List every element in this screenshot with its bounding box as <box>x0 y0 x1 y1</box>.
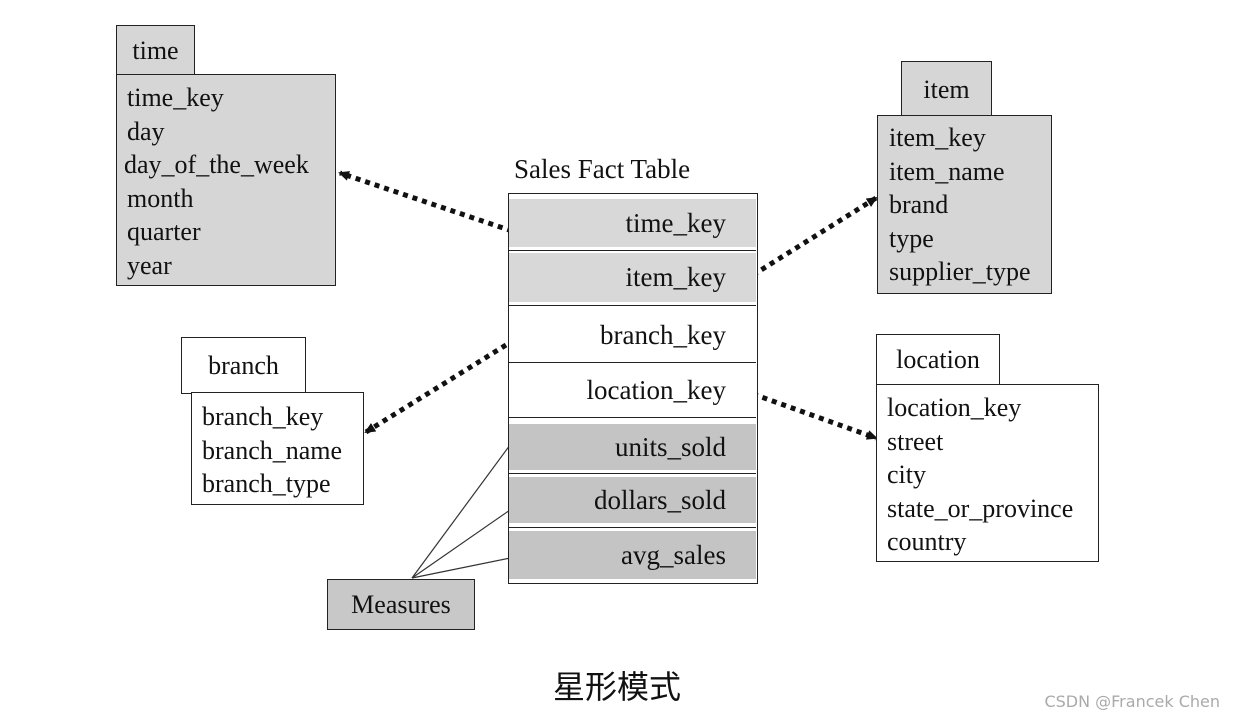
location-connector-arrow <box>752 391 878 441</box>
time-attribute: day <box>127 116 165 146</box>
measures-label: Measures <box>327 579 475 630</box>
location-table-header: location <box>876 334 1000 386</box>
time-connector-arrow <box>338 170 513 234</box>
location-table-body <box>876 384 1099 562</box>
branch-table-body <box>191 392 364 505</box>
location-attribute: location_key <box>887 393 1022 422</box>
fact-divider <box>509 362 756 363</box>
item-attribute: brand <box>889 190 949 219</box>
fact-key-location: location_key <box>509 364 756 416</box>
fact-key-time: time_key <box>509 199 756 247</box>
measures-line-units <box>411 444 511 579</box>
fact-divider <box>509 527 756 528</box>
watermark: CSDN @Francek Chen <box>1044 692 1220 711</box>
location-attribute: street <box>887 426 944 456</box>
time-table-header: time <box>116 25 195 76</box>
branch-attribute: branch_type <box>202 469 331 498</box>
fact-divider <box>509 305 756 306</box>
fact-divider <box>509 250 756 251</box>
fact-measure-avg-sales: avg_sales <box>509 531 756 579</box>
item-attribute: item_name <box>889 156 1005 186</box>
time-attribute: month <box>127 183 194 213</box>
time-attribute-list: time_key day day_of_the_week month quart… <box>124 81 309 282</box>
item-attribute: item_key <box>889 123 986 152</box>
fact-divider <box>509 473 756 474</box>
time-attribute: day_of_the_week <box>124 150 309 179</box>
location-attribute-list: location_key street city state_or_provin… <box>887 391 1073 559</box>
branch-connector-arrow <box>364 342 508 435</box>
branch-attribute: branch_key <box>202 402 324 431</box>
location-attribute: city <box>887 460 926 489</box>
location-attribute: state_or_province <box>887 493 1074 523</box>
fact-key-item: item_key <box>509 253 756 302</box>
fact-measure-dollars-sold: dollars_sold <box>509 477 756 523</box>
item-connector-arrow <box>751 195 878 278</box>
item-attribute: supplier_type <box>889 257 1031 286</box>
fact-divider <box>509 417 756 418</box>
item-attribute-list: item_key item_name brand type supplier_t… <box>889 121 1031 289</box>
figure-caption: 星形模式 <box>552 668 681 706</box>
item-table-body <box>877 115 1052 294</box>
branch-attribute-list: branch_key branch_name branch_type <box>202 400 342 501</box>
fact-key-branch: branch_key <box>509 308 756 362</box>
location-attribute: country <box>887 527 967 556</box>
fact-table: time_key item_key branch_key location_ke… <box>508 193 758 584</box>
fact-measure-units-sold: units_sold <box>509 424 756 470</box>
fact-table-title: Sales Fact Table <box>514 154 691 184</box>
branch-attribute: branch_name <box>202 435 343 465</box>
measures-line-dollars <box>411 509 511 579</box>
measures-line-avg <box>411 557 511 579</box>
time-attribute: time_key <box>127 83 224 112</box>
time-table-body <box>116 74 336 286</box>
time-attribute: year <box>127 250 172 280</box>
time-attribute: quarter <box>127 217 201 246</box>
item-table-header: item <box>901 61 992 118</box>
item-attribute: type <box>889 223 934 253</box>
branch-table-header: branch <box>181 337 306 394</box>
